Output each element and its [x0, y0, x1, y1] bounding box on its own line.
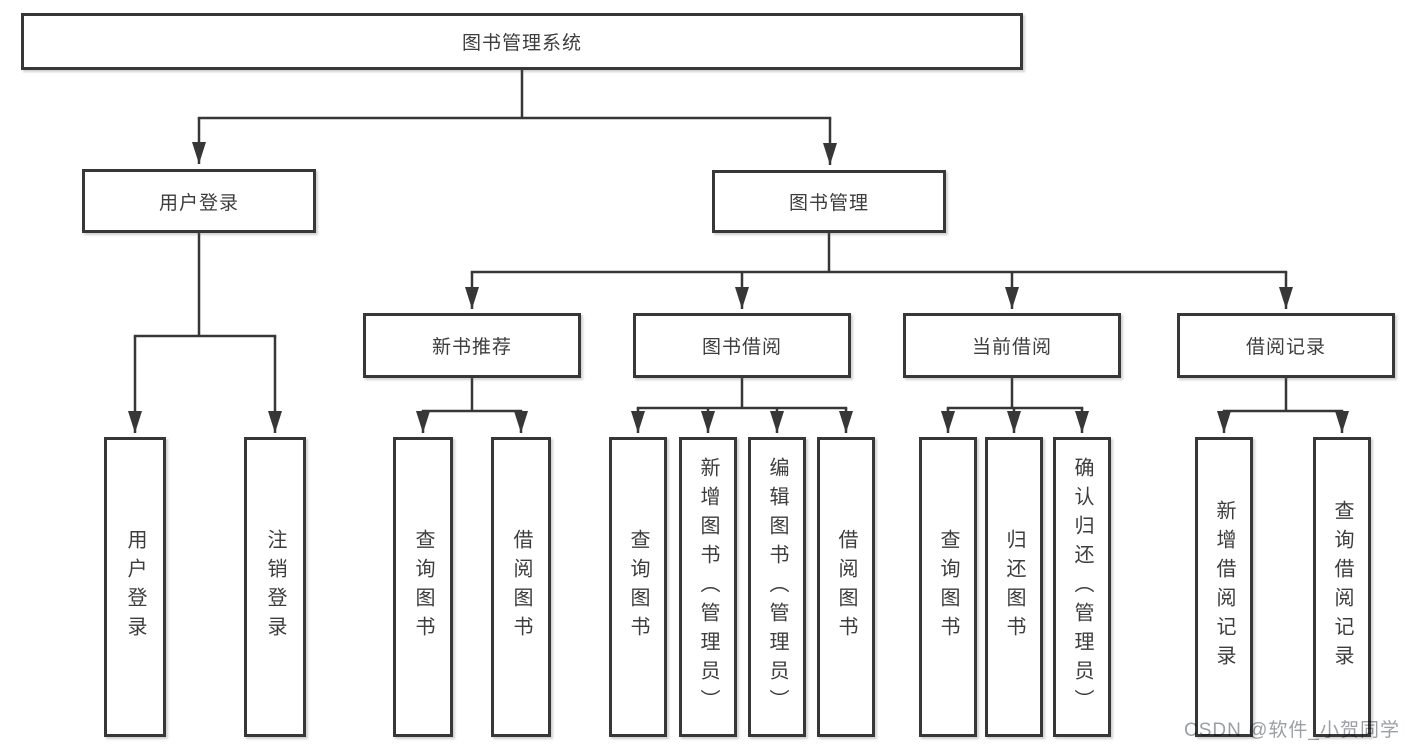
- node-borrowing-records: 借阅记录: [1177, 313, 1395, 378]
- node-new-book-recommend: 新书推荐: [363, 313, 581, 378]
- node-current-borrowing: 当前借阅: [903, 313, 1121, 378]
- node-leaf-logout-login: 注销登录: [244, 437, 306, 737]
- node-user-login: 用户登录: [82, 169, 316, 233]
- node-system-root: 图书管理系统: [21, 13, 1023, 70]
- node-leaf-borrow-books-newbooks: 借阅图书: [491, 437, 551, 737]
- node-leaf-add-borrow-record: 新增借阅记录: [1195, 437, 1253, 737]
- connector-root-to-level2: [192, 70, 837, 165]
- node-book-management: 图书管理: [712, 170, 946, 233]
- node-leaf-add-books-admin: 新增图书（管理员）: [679, 437, 737, 737]
- node-book-borrowing: 图书借阅: [633, 313, 851, 378]
- node-leaf-user-login: 用户登录: [104, 437, 166, 737]
- node-leaf-query-books-current: 查询图书: [919, 437, 977, 737]
- node-leaf-edit-books-admin: 编辑图书（管理员）: [748, 437, 806, 737]
- node-leaf-query-books-borrow: 查询图书: [609, 437, 667, 737]
- node-leaf-query-borrow-record: 查询借阅记录: [1313, 437, 1371, 737]
- watermark-text: CSDN @软件_小贺同学: [1184, 720, 1400, 741]
- connector-new-book-recommend-to-leaves: [416, 378, 528, 433]
- connector-book-borrowing-to-leaves: [631, 378, 853, 433]
- node-leaf-borrow-books-borrow: 借阅图书: [817, 437, 875, 737]
- connector-user-login-to-leaves: [128, 233, 282, 433]
- connector-current-borrowing-to-leaves: [941, 378, 1089, 433]
- connector-borrowing-records-to-leaves: [1217, 378, 1349, 433]
- node-leaf-confirm-return-admin: 确认归还（管理员）: [1053, 437, 1111, 737]
- node-leaf-return-books: 归还图书: [985, 437, 1043, 737]
- connector-book-management-to-level3: [465, 233, 1293, 309]
- node-leaf-query-books-newbooks: 查询图书: [393, 437, 453, 737]
